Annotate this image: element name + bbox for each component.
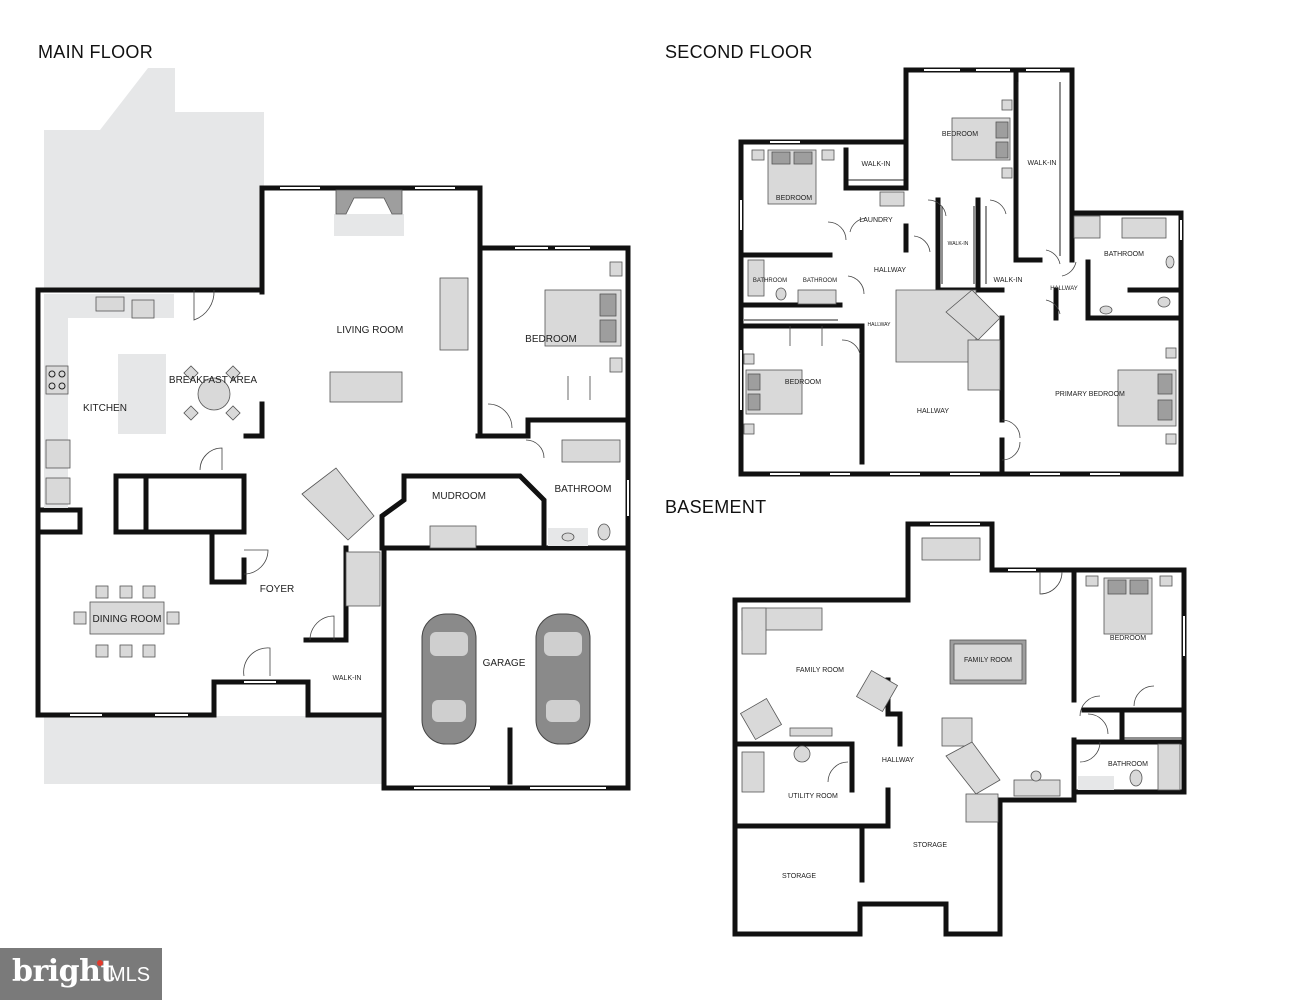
- label-family-room-b: FAMILY ROOM: [964, 657, 1012, 664]
- oven-icon: [45, 477, 71, 505]
- label-main-bathroom: BATHROOM: [554, 484, 611, 495]
- main-mudroom-west-wall: [379, 473, 407, 551]
- kitchen-island: [118, 354, 166, 434]
- label-storage-b: STORAGE: [782, 873, 816, 880]
- label-basement-bedroom: BEDROOM: [1110, 635, 1146, 642]
- label-utility-room: UTILITY ROOM: [788, 793, 838, 800]
- bathtub-icon: [561, 439, 621, 463]
- cooktop-icon: [45, 365, 69, 395]
- second-floor-title: SECOND FLOOR: [665, 42, 813, 62]
- label-primary-bedroom: PRIMARY BEDROOM: [1055, 391, 1125, 398]
- label-kitchen: KITCHEN: [83, 403, 127, 414]
- pillow: [599, 293, 617, 317]
- label-second-walk-in-d: WALK-IN: [994, 277, 1023, 284]
- label-garage: GARAGE: [483, 658, 526, 669]
- burner: [58, 370, 66, 378]
- main-floor-title: MAIN FLOOR: [38, 42, 153, 62]
- main-foyer-closet: [303, 545, 349, 643]
- toilet-icon: [597, 523, 611, 541]
- main-bedroom-south-wall: [475, 417, 631, 439]
- bright-mls-logo: bright MLS: [0, 948, 162, 1000]
- label-main-bedroom: BEDROOM: [525, 334, 577, 345]
- range-icon: [45, 439, 71, 469]
- main-doors: [193, 289, 591, 677]
- car-icon: [535, 613, 591, 745]
- sink-icon: [95, 296, 125, 312]
- second-doors: [789, 199, 1077, 461]
- main-front-porch: [44, 716, 384, 784]
- main-closet-walls: [209, 529, 247, 585]
- label-second-hallway-c: HALLWAY: [868, 322, 892, 328]
- dishwasher-icon: [131, 299, 155, 319]
- label-second-bathroom-a: BATHROOM: [753, 278, 787, 284]
- label-second-walk-in-b: WALK-IN: [1028, 160, 1057, 167]
- garage-walls: [381, 545, 631, 791]
- basement-windows: [930, 523, 1185, 656]
- label-second-bedroom-b: BEDROOM: [942, 131, 978, 138]
- main-outer-walls: [259, 185, 631, 551]
- label-second-hallway-b: HALLWAY: [1050, 286, 1078, 292]
- sofa-icon: [439, 277, 469, 351]
- main-fridge-nook: [35, 507, 83, 535]
- logo-dot-icon: [97, 960, 103, 966]
- sofa-icon: [329, 371, 403, 403]
- label-second-hallway-d: HALLWAY: [917, 408, 949, 415]
- main-living-stub: [243, 401, 265, 439]
- label-family-room-a: FAMILY ROOM: [796, 667, 844, 674]
- label-storage-a: STORAGE: [913, 842, 947, 849]
- label-second-bedroom-a: BEDROOM: [776, 195, 812, 202]
- label-second-walk-in-c: WALK-IN: [948, 241, 969, 247]
- label-second-bathroom-b: BATHROOM: [803, 278, 837, 284]
- label-main-walk-in: WALK-IN: [333, 675, 362, 682]
- main-pantry-walls: [113, 473, 247, 535]
- main-rear-patio: [44, 68, 264, 288]
- burner: [48, 370, 56, 378]
- chair-icon: [183, 405, 199, 421]
- sink-icon: [561, 532, 575, 542]
- label-mudroom: MUDROOM: [432, 491, 486, 502]
- label-dining-room: DINING ROOM: [93, 614, 162, 625]
- logo-brand: bright: [12, 954, 114, 989]
- hearth: [334, 214, 404, 236]
- basement-doors: [827, 571, 1155, 783]
- label-second-walk-in-a: WALK-IN: [862, 161, 891, 168]
- label-breakfast-area: BREAKFAST AREA: [169, 375, 258, 386]
- breakfast-table-icon: [197, 377, 231, 411]
- basement-title: BASEMENT: [665, 497, 766, 517]
- burner: [58, 382, 66, 390]
- logo-suffix: MLS: [109, 964, 151, 986]
- label-basement-hallway: HALLWAY: [882, 757, 914, 764]
- fireplace-icon: [335, 189, 403, 215]
- label-second-bedroom-c: BEDROOM: [785, 379, 821, 386]
- car-icon: [421, 613, 477, 745]
- label-second-bathroom-c: BATHROOM: [1104, 251, 1144, 258]
- chair-icon: [183, 365, 199, 381]
- burner: [48, 382, 56, 390]
- dining-table-icon: [89, 601, 165, 635]
- main-stairs: [301, 467, 477, 607]
- second-windows: [740, 69, 1182, 475]
- label-living-room: LIVING ROOM: [337, 325, 404, 336]
- chair-icon: [225, 405, 241, 421]
- pillow: [599, 319, 617, 343]
- main-mudroom-wall: [401, 473, 547, 551]
- label-laundry: LAUNDRY: [859, 217, 893, 224]
- label-second-hallway-a: HALLWAY: [874, 267, 906, 274]
- basement-furniture: [739, 537, 1182, 823]
- chair-icon: [225, 365, 241, 381]
- second-furniture: [743, 82, 1177, 445]
- kitchen-counter-west: [44, 294, 68, 508]
- label-basement-bathroom: BATHROOM: [1108, 761, 1148, 768]
- label-foyer: FOYER: [260, 584, 294, 595]
- dining-chairs: [73, 585, 180, 658]
- nightstand-icon: [609, 357, 623, 373]
- nightstand-icon: [609, 261, 623, 277]
